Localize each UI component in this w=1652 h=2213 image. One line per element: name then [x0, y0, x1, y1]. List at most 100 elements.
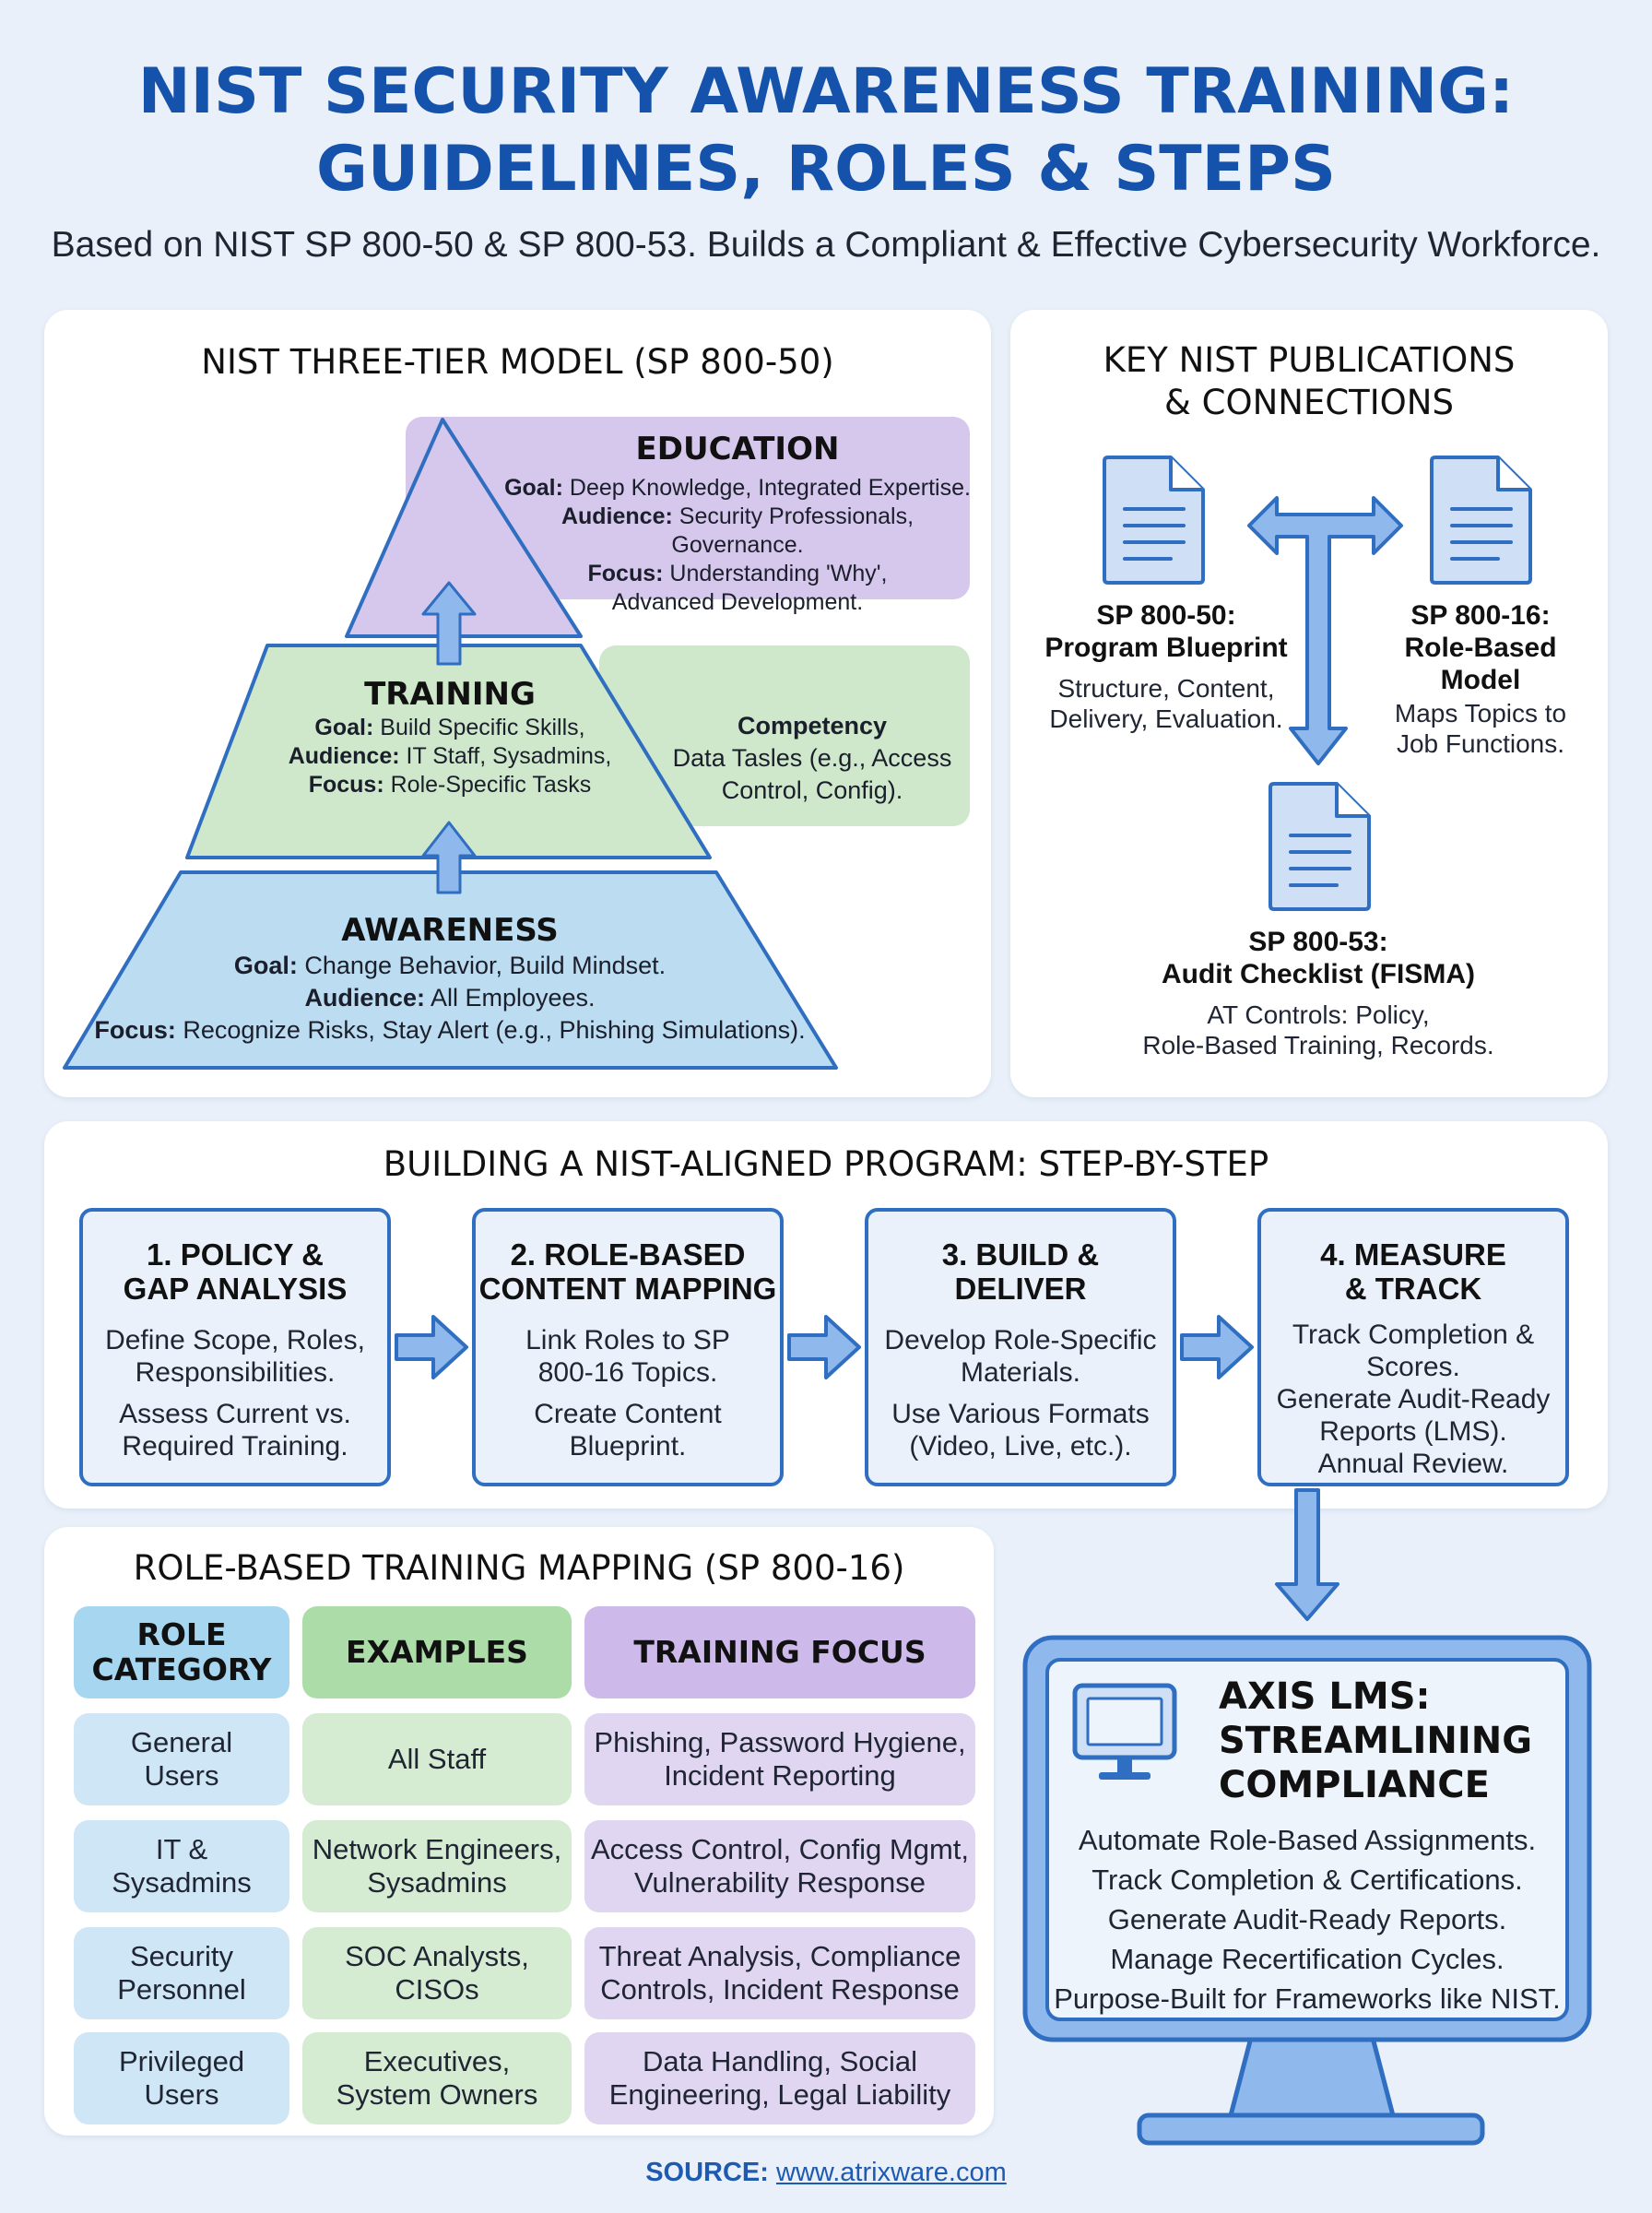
competency-line1: Data Tasles (e.g., Access: [672, 744, 952, 772]
monitor-stand: [1227, 2031, 1397, 2122]
sp800-50-title1: SP 800-50:: [1096, 600, 1236, 631]
step-3-card: 3. BUILD & DELIVER Develop Role-Specific…: [865, 1208, 1176, 1486]
step-4-title: 4. MEASURE & TRACK: [1261, 1237, 1565, 1306]
sp800-53-desc: AT Controls: Policy, Role-Based Training…: [1060, 1000, 1576, 1060]
lms-feature-3: Generate Audit-Ready Reports.: [1107, 1903, 1507, 1935]
step-4-b1: Generate Audit-Ready: [1276, 1384, 1551, 1414]
step-3-desc-a: Develop Role-Specific Materials.: [868, 1324, 1173, 1389]
row-1-focus-line2: Incident Reporting: [664, 1759, 896, 1792]
step-2-desc-a: Link Roles to SP 800-16 Topics.: [476, 1324, 780, 1389]
connector-arrow-icon: [1247, 496, 1403, 765]
right-arrow-icon: [395, 1315, 468, 1379]
training-tier: [185, 644, 712, 859]
competency-title: Competency: [737, 712, 888, 740]
sp800-53-label: SP 800-53: Audit Checklist (FISMA) AT Co…: [1060, 926, 1576, 1060]
education-tier: [345, 418, 583, 638]
publications-title-line2: & CONNECTIONS: [1164, 383, 1454, 422]
sp800-50-desc1: Structure, Content,: [1057, 674, 1275, 703]
sp800-16-desc1: Maps Topics to: [1394, 699, 1567, 728]
main-title: NIST SECURITY AWARENESS TRAINING: GUIDEL…: [0, 53, 1652, 208]
training-focus-label: Focus:: [308, 772, 384, 798]
training-text: TRAINING Goal: Build Specific Skills, Au…: [267, 675, 632, 799]
row-2-ex-line2: Sysadmins: [367, 1866, 507, 1899]
sp800-16-title2: Role-Based: [1404, 633, 1557, 663]
row-3-ex-line1: SOC Analysts,: [345, 1940, 529, 1972]
awareness-tier: [63, 870, 838, 1070]
source-link[interactable]: www.atrixware.com: [776, 2158, 1007, 2187]
training-focus: Role-Specific Tasks: [390, 772, 592, 798]
row-2-focus-line2: Vulnerability Response: [634, 1866, 926, 1899]
awareness-focus: Recognize Risks, Stay Alert (e.g., Phish…: [183, 1016, 806, 1044]
education-audience: Security Professionals, Governance.: [671, 503, 914, 558]
step-3-title: 3. BUILD & DELIVER: [868, 1237, 1173, 1306]
document-icon: [1430, 456, 1532, 585]
training-goal-label: Goal:: [314, 715, 374, 740]
training-audience-label: Audience:: [288, 743, 400, 769]
step-4-title-line1: 4. MEASURE: [1320, 1237, 1506, 1272]
step-3-b2: (Video, Live, etc.).: [909, 1431, 1132, 1462]
sp800-53-desc2: Role-Based Training, Records.: [1142, 1031, 1494, 1059]
monitor-base: [1137, 2112, 1485, 2146]
row-3-focus-line2: Controls, Incident Response: [600, 1973, 960, 2006]
computer-icon: [1072, 1683, 1177, 1780]
step-3-title-line1: 3. BUILD &: [941, 1237, 1100, 1272]
step-2-title: 2. ROLE-BASED CONTENT MAPPING: [476, 1237, 780, 1306]
row-3-ex-line2: CISOs: [395, 1973, 479, 2006]
row-2-role-line2: Sysadmins: [112, 1866, 252, 1899]
table-row-1-focus: Phishing, Password Hygiene, Incident Rep…: [584, 1713, 975, 1805]
row-2-role-line1: IT &: [155, 1833, 208, 1865]
step-4-a1: Track Completion &: [1292, 1320, 1535, 1350]
document-icon: [1268, 782, 1371, 911]
lms-title-line2: STREAMLINING: [1219, 1720, 1533, 1762]
row-1-role-line1: General: [130, 1726, 233, 1758]
sp800-53-title1: SP 800-53:: [1248, 927, 1388, 957]
source-label: SOURCE:: [645, 2158, 769, 2187]
lms-feature-5: Purpose-Built for Frameworks like NIST.: [1054, 1982, 1561, 2015]
education-focus-line2: Advanced Development.: [611, 589, 864, 615]
row-3-role-line1: Security: [130, 1940, 233, 1972]
sp800-50-desc: Structure, Content, Delivery, Evaluation…: [1014, 673, 1318, 734]
training-heading: TRAINING: [364, 676, 536, 713]
header-role-line1: ROLE: [136, 1616, 227, 1652]
step-2-a2: 800-16 Topics.: [537, 1357, 718, 1388]
sp800-16-desc2: Job Functions.: [1396, 729, 1565, 758]
step-arrows: [395, 1315, 1339, 1621]
step-3-a2: Materials.: [960, 1357, 1081, 1388]
sp800-53-desc1: AT Controls: Policy,: [1207, 1000, 1430, 1029]
sp800-16-label: SP 800-16: Role-Based Model Maps Topics …: [1353, 599, 1608, 759]
document-icon: [1103, 456, 1205, 585]
step-1-b1: Assess Current vs.: [119, 1399, 351, 1429]
education-focus-label: Focus:: [587, 561, 664, 586]
pyramid-diagram: [63, 417, 970, 1070]
sp800-53-title2: Audit Checklist (FISMA): [1161, 959, 1475, 989]
competency-line2: Control, Config).: [721, 776, 903, 804]
row-4-ex-line1: Executives,: [363, 2045, 511, 2077]
awareness-goal-label: Goal:: [233, 952, 298, 979]
awareness-audience-label: Audience:: [304, 984, 425, 1012]
step-2-b2: Blueprint.: [569, 1431, 687, 1462]
row-4-focus-line1: Data Handling, Social: [642, 2045, 918, 2077]
row-2-focus-line1: Access Control, Config Mgmt,: [590, 1833, 970, 1865]
education-goal: Deep Knowledge, Integrated Expertise.: [569, 475, 971, 501]
row-1-ex-line1: All Staff: [387, 1743, 487, 1775]
lms-feature-1: Automate Role-Based Assignments.: [1078, 1824, 1537, 1856]
step-1-title-line2: GAP ANALYSIS: [123, 1272, 348, 1306]
step-3-b1: Use Various Formats: [891, 1399, 1150, 1429]
training-competency: Competency Data Tasles (e.g., Access Con…: [645, 710, 979, 807]
step-2-b1: Create Content: [534, 1399, 722, 1429]
subtitle: Based on NIST SP 800-50 & SP 800-53. Bui…: [51, 225, 1601, 265]
table-row-2-role: IT & Sysadmins: [74, 1820, 289, 1912]
awareness-heading: AWARENESS: [341, 912, 559, 949]
education-band: [406, 417, 970, 599]
table-row-4-role: Privileged Users: [74, 2032, 289, 2124]
step-1-desc-a: Define Scope, Roles, Responsibilities.: [83, 1324, 387, 1389]
right-arrow-icon: [787, 1315, 861, 1379]
up-arrow-icon: [421, 581, 477, 894]
step-1-card: 1. POLICY & GAP ANALYSIS Define Scope, R…: [79, 1208, 391, 1486]
table-row-4-examples: Executives, System Owners: [302, 2032, 572, 2124]
training-goal: Build Specific Skills,: [380, 715, 585, 740]
step-2-card: 2. ROLE-BASED CONTENT MAPPING Link Roles…: [472, 1208, 784, 1486]
right-arrow-icon: [1180, 1315, 1254, 1379]
source-line: SOURCE: www.atrixware.com: [0, 2158, 1652, 2188]
row-4-focus-line2: Engineering, Legal Liability: [608, 2078, 951, 2111]
